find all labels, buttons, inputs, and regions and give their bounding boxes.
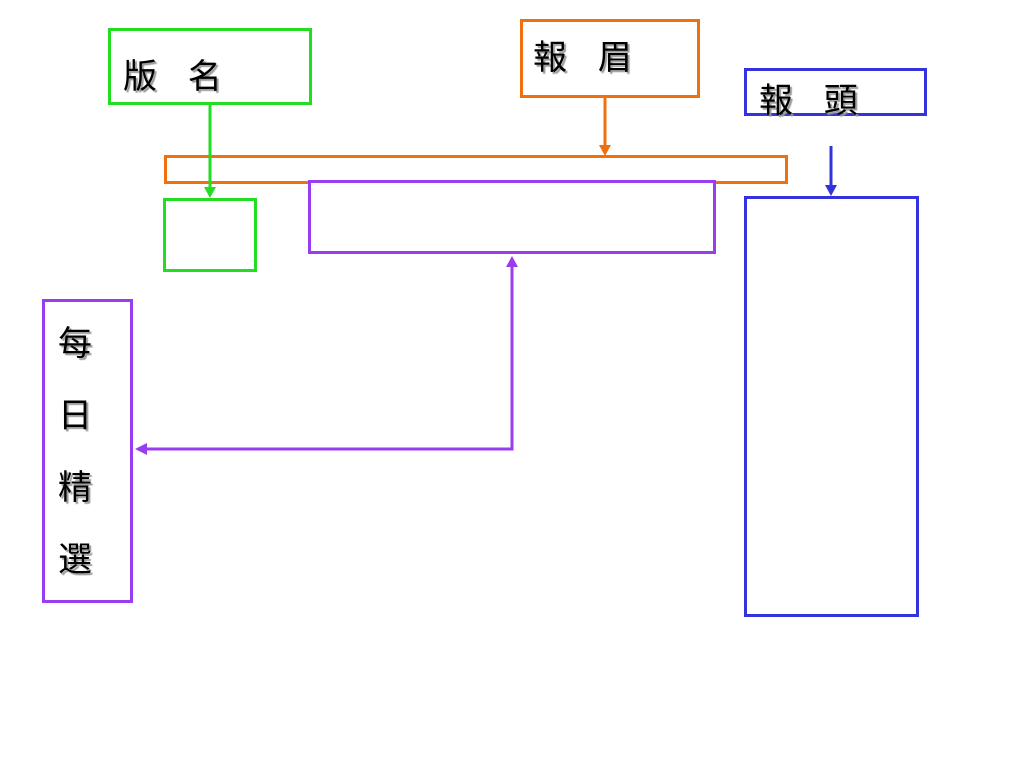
section-name-label: 版 名 xyxy=(123,57,232,97)
daily-picks-char-4: 選 xyxy=(58,540,92,580)
section-name-arrowhead xyxy=(204,187,216,198)
daily-picks-char-3: 精 xyxy=(58,468,92,508)
daily-picks-region xyxy=(308,180,716,254)
daily-picks-char-1: 每 xyxy=(58,324,92,364)
ear-label: 報 眉 xyxy=(533,38,642,78)
daily-picks-arrowhead-up xyxy=(506,256,518,267)
ear-label-box: 報 眉 xyxy=(520,19,700,98)
ear-arrowhead xyxy=(599,145,611,156)
section-name-region xyxy=(163,198,257,272)
masthead-region xyxy=(744,196,919,617)
masthead-label: 報 頭 xyxy=(759,81,868,121)
daily-picks-char-2: 日 xyxy=(58,396,92,436)
masthead-label-box: 報 頭 xyxy=(744,68,927,121)
daily-picks-arrowhead-left xyxy=(135,443,147,455)
daily-picks-connector xyxy=(146,266,514,451)
section-name-label-box: 版 名 xyxy=(108,28,312,105)
daily-picks-label-box: 每 日 精 選 xyxy=(42,299,133,603)
masthead-arrowhead xyxy=(825,185,837,196)
